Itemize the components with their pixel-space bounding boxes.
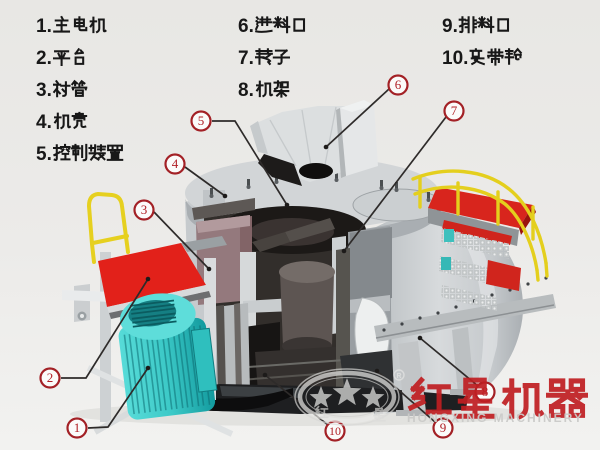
svg-text:2.: 2.: [36, 48, 52, 69]
svg-text:1.: 1.: [36, 16, 52, 37]
svg-text:4.: 4.: [36, 112, 52, 133]
svg-text:6: 6: [395, 77, 402, 92]
svg-text:9: 9: [440, 420, 447, 435]
svg-text:R: R: [396, 373, 401, 380]
svg-text:6.: 6.: [238, 16, 254, 37]
svg-text:5: 5: [198, 113, 205, 128]
svg-text:HONGXING MACHINERY: HONGXING MACHINERY: [407, 411, 584, 425]
svg-text:7: 7: [451, 103, 458, 118]
svg-text:3.: 3.: [36, 80, 52, 101]
svg-text:1: 1: [74, 420, 81, 435]
svg-text:5.: 5.: [36, 144, 52, 165]
svg-text:10: 10: [329, 424, 341, 438]
svg-text:10.: 10.: [442, 48, 468, 69]
svg-text:2: 2: [47, 370, 54, 385]
svg-text:4: 4: [172, 156, 179, 171]
svg-text:7.: 7.: [238, 48, 254, 69]
svg-text:9.: 9.: [442, 16, 458, 37]
svg-text:8.: 8.: [238, 80, 254, 101]
svg-text:3: 3: [141, 202, 148, 217]
